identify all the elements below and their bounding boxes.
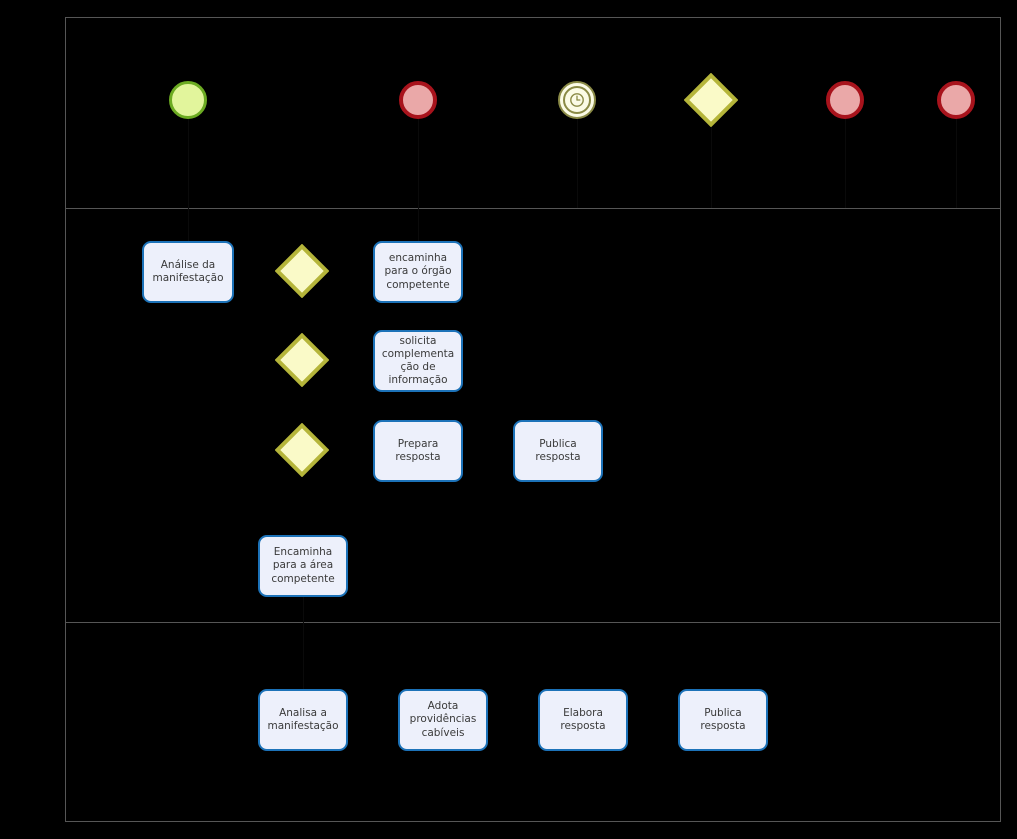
end-event-icon[interactable] (826, 81, 864, 119)
task-label: Publica resposta (700, 706, 746, 732)
task-box[interactable]: Elabora resposta (538, 689, 628, 751)
lane-divider-top-middle (65, 208, 1001, 209)
task-label: Elabora resposta (560, 706, 606, 732)
task-box[interactable]: Analisa a manifestação (258, 689, 348, 751)
task-label: Encaminha para a área competente (271, 546, 335, 585)
end-event-icon[interactable] (937, 81, 975, 119)
task-label: Adota providências cabíveis (409, 700, 477, 739)
sequence-flow (845, 119, 846, 208)
task-box[interactable]: Publica resposta (513, 420, 603, 482)
sequence-flow (711, 127, 712, 208)
task-box[interactable]: encaminha para o órgão competente (373, 241, 463, 303)
start-event-icon[interactable] (169, 81, 207, 119)
task-box[interactable]: Publica resposta (678, 689, 768, 751)
task-label: Análise da manifestação (152, 258, 224, 284)
sequence-flow (418, 119, 419, 241)
clock-icon (569, 92, 585, 108)
task-label: Publica resposta (535, 437, 581, 463)
sequence-flow (956, 119, 957, 208)
process-pool (65, 17, 1001, 822)
gateway-diamond-icon[interactable] (274, 422, 330, 478)
task-label: Prepara resposta (395, 437, 441, 463)
gateway-diamond-icon[interactable] (274, 332, 330, 388)
sequence-flow (303, 597, 304, 689)
task-box[interactable]: Prepara resposta (373, 420, 463, 482)
task-label: encaminha para o órgão competente (384, 252, 452, 291)
lane-divider-middle-bottom (65, 622, 1001, 623)
task-box[interactable]: Encaminha para a área competente (258, 535, 348, 597)
timer-event-icon[interactable] (558, 81, 596, 119)
task-label: Analisa a manifestação (267, 706, 339, 732)
gateway-diamond-icon[interactable] (683, 72, 739, 128)
gateway-diamond-icon[interactable] (274, 243, 330, 299)
sequence-flow (188, 119, 189, 241)
end-event-icon[interactable] (399, 81, 437, 119)
sequence-flow (577, 119, 578, 208)
task-box[interactable]: Adota providências cabíveis (398, 689, 488, 751)
task-label: solicita complementação de informação (381, 334, 455, 387)
task-box[interactable]: Análise da manifestação (142, 241, 234, 303)
timer-inner-ring (563, 86, 591, 114)
task-box[interactable]: solicita complementação de informação (373, 330, 463, 392)
